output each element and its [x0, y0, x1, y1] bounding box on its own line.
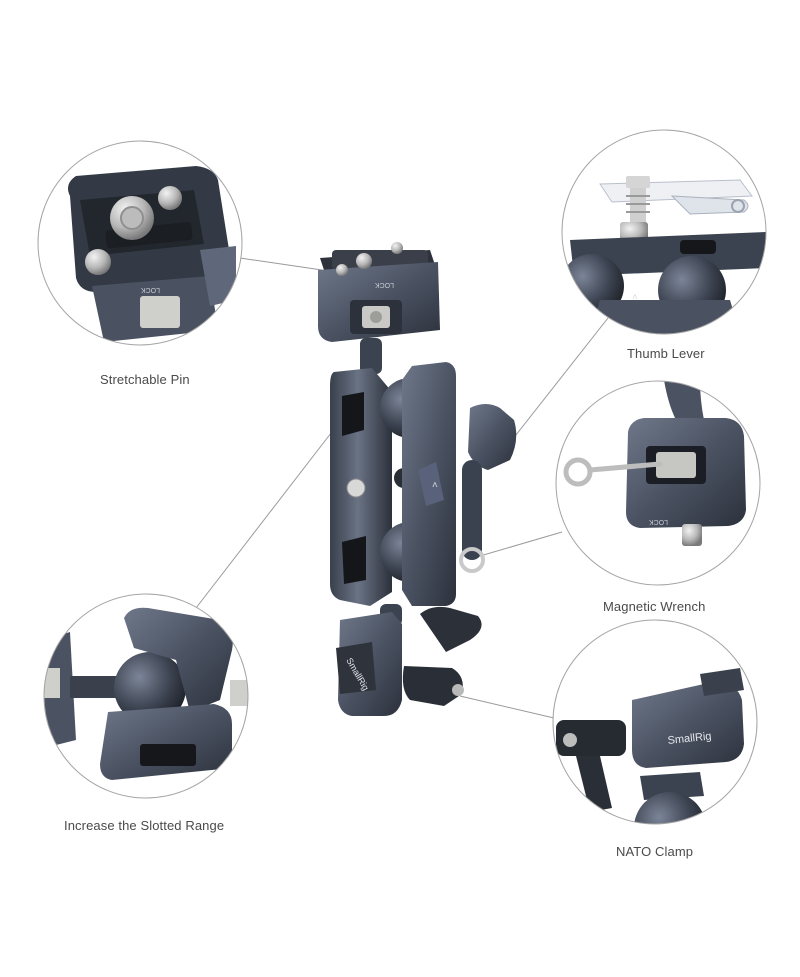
lock-engraving-wrench: LOCK: [649, 518, 668, 525]
detail-thumb-lever: ˄: [561, 129, 767, 335]
brand-engraving-detail: SmallRig: [667, 730, 712, 747]
detail-nato-clamp: SmallRig: [552, 619, 758, 825]
caption-magnetic-wrench: Magnetic Wrench: [603, 599, 706, 614]
svg-text:˄: ˄: [432, 480, 438, 491]
caption-nato-clamp: NATO Clamp: [616, 844, 694, 859]
detail-stretchable-pin: LOCK: [37, 140, 243, 346]
main-magic-arm: LOCK ˄ SmallRig: [318, 242, 517, 716]
lock-engraving: LOCK: [375, 281, 394, 288]
detail-slotted-range: [43, 593, 249, 799]
svg-text:˄: ˄: [632, 292, 638, 303]
nato-clamp: SmallRig: [336, 606, 482, 716]
caption-stretchable-pin: Stretchable Pin: [100, 372, 190, 387]
callout-lines: [195, 257, 609, 719]
caption-slotted-range: Increase the Slotted Range: [64, 818, 225, 833]
top-mount-plate: LOCK: [318, 242, 440, 342]
caption-thumb-lever: Thumb Lever: [627, 346, 705, 361]
magnet-dot: [346, 478, 366, 498]
thumb-lever: [459, 404, 517, 573]
detail-magnetic-wrench: LOCK: [555, 380, 761, 586]
lock-engraving-detail: LOCK: [141, 286, 160, 293]
